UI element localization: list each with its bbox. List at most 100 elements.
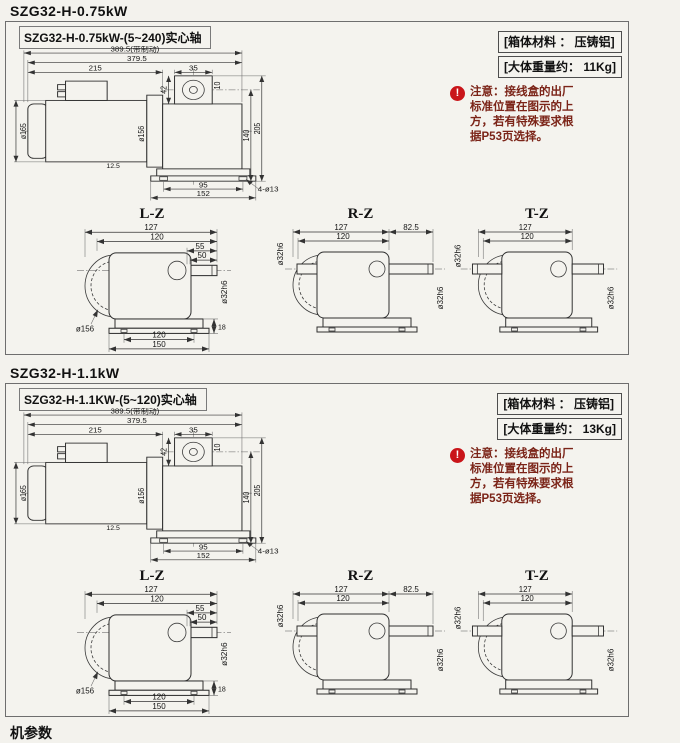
dim-motor-diameter: ø165	[18, 485, 28, 501]
warning-note: ! 注意：接线盒的出厂 标准位置在图示的上 方，若有特殊要求根 据P53页选择。	[450, 85, 620, 145]
dim-base-150: 150	[152, 702, 166, 711]
footer-partial-text: 机参数	[10, 725, 52, 741]
warning-note: ! 注意：接线盒的出厂 标准位置在图示的上 方，若有特殊要求根 据P53页选择。	[450, 447, 620, 507]
dimension-labels: 127 120 ø32h6 ø32h6	[454, 585, 615, 671]
warning-line: 注意：接线盒的出厂	[470, 86, 574, 98]
warning-line: 注意：接线盒的出厂	[470, 448, 574, 460]
dim-total-length: 379.5	[127, 416, 147, 424]
dim-42: 42	[159, 86, 169, 94]
warning-text: 注意：接线盒的出厂 标准位置在图示的上 方，若有特殊要求根 据P53页选择。	[470, 85, 574, 145]
dimension-lines	[84, 591, 218, 714]
housing-material-box: [箱体材料 ： 压铸铝]	[497, 393, 622, 415]
gearbox-body	[501, 251, 573, 319]
dimension-labels: 127 120 82.5 ø32h6 ø32h6	[276, 223, 445, 309]
gearbox-body	[108, 614, 192, 682]
dim-shaft-55: 55	[196, 242, 205, 251]
view-tz: T-Z	[448, 206, 626, 353]
weight-box: [大体重量约： 11Kg]	[497, 56, 622, 78]
dim-height-140: 140	[241, 492, 251, 504]
dim-12-5: 12.5	[106, 525, 120, 532]
dim-foot-holes: 4-ø13	[258, 185, 279, 193]
views-row: L-Z	[6, 206, 628, 354]
dim-total-with-brake: 389.5(带制动)	[111, 46, 160, 53]
dim-foot-span: 95	[199, 543, 208, 551]
lz-drawing: 127 120 55 50 ø156 120 150 18 ø32h6	[76, 223, 231, 352]
dim-width-120: 120	[150, 594, 164, 603]
product-section: SZG32-H-0.75kW SZG32-H-0.75kW-(5~240)实心轴…	[0, 3, 680, 355]
view-rz: R-Z	[268, 568, 453, 715]
dim-shaft-82-5: 82.5	[403, 224, 419, 232]
gearbox-body	[108, 252, 192, 320]
section-heading: SZG32-H-0.75kW	[10, 3, 128, 19]
dim-shaft-diameter: ø32h6	[220, 642, 229, 666]
dim-shaft-diameter: ø32h6	[220, 280, 229, 304]
mounting-base	[150, 168, 257, 182]
motor-assembly	[27, 80, 164, 168]
dim-width-127: 127	[144, 586, 158, 594]
dim-motor-diameter: ø165	[18, 123, 28, 139]
warning-icon: !	[450, 86, 465, 101]
view-rz-label: R-Z	[347, 206, 374, 222]
dim-boss-width: 35	[189, 426, 198, 434]
dim-shaft-82-5: 82.5	[403, 586, 419, 594]
model-title: SZG32-H-1.1KW-(5~120)实心轴	[19, 388, 207, 411]
view-tz-label: T-Z	[525, 568, 549, 584]
housing-material-box: [箱体材料 ： 压铸铝]	[497, 31, 622, 53]
through-shaft-left	[471, 625, 503, 637]
dimension-lines	[292, 229, 433, 262]
gearbox-housing	[162, 75, 243, 170]
dim-base-height-18: 18	[218, 323, 226, 331]
side-view-drawing: 389.5(带制动) 379.5 215 35 ø165 ø156 42 10 …	[13, 46, 279, 201]
dim-shaft-diameter-right: ø32h6	[606, 648, 615, 671]
catalog-page: SZG32-H-0.75kW SZG32-H-0.75kW-(5~240)实心轴…	[0, 3, 680, 717]
dim-width-120: 120	[336, 594, 350, 603]
dim-shaft-diameter-right: ø32h6	[436, 648, 445, 671]
dim-shaft-diameter-left: ø32h6	[276, 242, 285, 265]
through-shaft-right	[571, 263, 604, 275]
tz-drawing: 127 120 ø32h6 ø32h6	[454, 585, 618, 695]
dim-flange-diameter: ø156	[76, 686, 95, 695]
side-view-drawing: 389.5(带制动) 379.5 215 35 ø165 ø156 42 10 …	[13, 408, 279, 563]
dim-12-5: 12.5	[106, 163, 120, 170]
rear-shaft-stub	[296, 625, 317, 637]
mounting-base	[499, 317, 599, 333]
dim-height-205: 205	[252, 485, 262, 497]
weight-box: [大体重量约： 13Kg]	[497, 418, 622, 440]
view-tz-label: T-Z	[525, 206, 549, 222]
dim-shaft-diameter-right: ø32h6	[606, 286, 615, 309]
dim-width-127: 127	[334, 224, 348, 232]
dim-foot-span: 95	[199, 181, 208, 189]
rear-shaft-stub	[296, 263, 317, 275]
dim-shaft-diameter-left: ø32h6	[454, 606, 463, 629]
dim-width-127: 127	[144, 224, 158, 232]
dim-width-127: 127	[519, 224, 532, 232]
output-shaft	[190, 264, 218, 277]
output-shaft	[388, 263, 433, 275]
tz-drawing: 127 120 ø32h6 ø32h6	[454, 223, 618, 333]
dim-shaft-diameter-left: ø32h6	[276, 604, 285, 627]
mounting-base	[108, 318, 210, 334]
view-tz: T-Z	[448, 568, 626, 715]
section-heading: SZG32-H-1.1kW	[10, 365, 120, 381]
dim-shaft-55: 55	[196, 604, 205, 613]
model-title: SZG32-H-0.75kW-(5~240)实心轴	[19, 26, 212, 49]
dimension-labels: 127 120 55 50 ø156 120 150 18 ø32h6	[76, 223, 229, 349]
dimension-lines	[478, 229, 573, 259]
dim-shaft-diameter-left: ø32h6	[454, 244, 463, 267]
warning-line: 据P53页选择。	[470, 493, 548, 505]
output-shaft	[190, 626, 218, 639]
dimension-lines	[13, 50, 266, 201]
dim-motor-length: 215	[89, 64, 102, 72]
dim-base-120: 120	[152, 692, 166, 701]
view-rz: R-Z	[268, 206, 453, 353]
warning-line: 据P53页选择。	[470, 131, 548, 143]
view-lz-label: L-Z	[139, 568, 165, 584]
info-boxes: [箱体材料 ： 压铸铝] [大体重量约： 13Kg]	[497, 393, 622, 440]
dim-boss-width: 35	[189, 64, 198, 72]
rz-drawing: 127 120 82.5 ø32h6 ø32h6	[276, 585, 445, 695]
motor-assembly	[27, 442, 164, 530]
dim-total-with-brake: 389.5(带制动)	[111, 408, 160, 415]
warning-icon: !	[450, 448, 465, 463]
dim-foot-holes: 4-ø13	[258, 547, 279, 555]
dim-base-width: 152	[197, 190, 210, 198]
